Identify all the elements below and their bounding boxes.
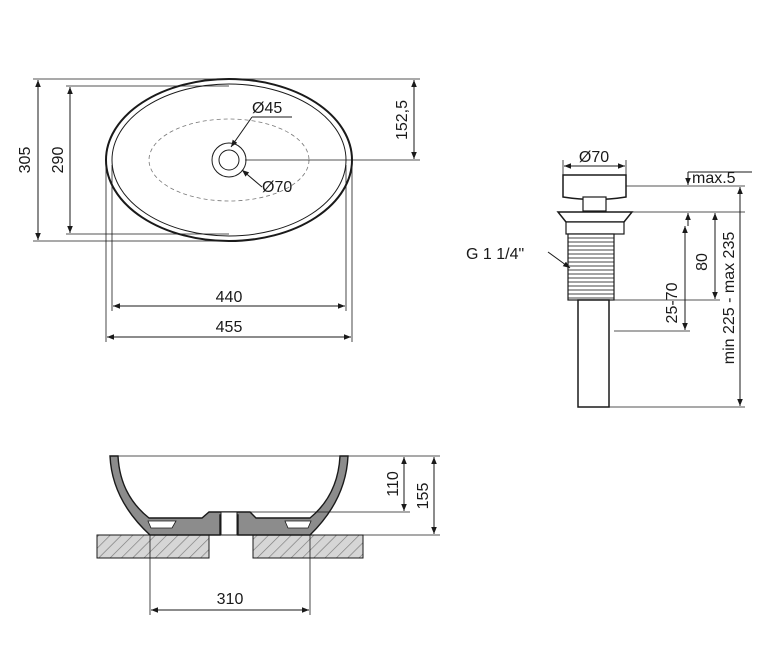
basin-slot-left xyxy=(147,520,177,529)
drain-outer-circle xyxy=(211,142,247,178)
countertop-right xyxy=(252,534,364,559)
countertop-left xyxy=(96,534,210,559)
drain-thread xyxy=(567,233,615,301)
dim-80: 80 xyxy=(694,253,711,271)
dim-d70-drain: Ø70 xyxy=(579,149,609,166)
dim-305: 305 xyxy=(17,147,34,174)
dim-max5: max.5 xyxy=(692,170,736,187)
drain-stem xyxy=(582,196,607,212)
dim-d70-top: Ø70 xyxy=(262,179,292,196)
dim-min-max-height: min 225 - max 235 xyxy=(721,232,738,365)
top-view: 305 290 152,5 Ø45 Ø70 440 455 xyxy=(17,78,420,342)
dim-d45: Ø45 xyxy=(252,100,282,117)
dim-155: 155 xyxy=(415,483,432,510)
drain-body xyxy=(565,221,625,235)
dim-110: 110 xyxy=(385,471,402,497)
drain-cap xyxy=(562,174,627,201)
basin-slot-right xyxy=(284,520,312,529)
dim-455: 455 xyxy=(216,319,243,336)
dim-25-70: 25-70 xyxy=(664,282,681,323)
drain-view: Ø70 max.5 80 25-70 min 225 - max 235 G 1… xyxy=(466,149,752,408)
drain-hole xyxy=(220,511,238,536)
dim-310: 310 xyxy=(217,591,244,608)
drain-flange xyxy=(556,211,634,223)
dim-290: 290 xyxy=(50,147,67,174)
section-view: 110 155 310 xyxy=(96,455,440,615)
drain-tailpiece xyxy=(577,299,610,408)
dim-152-5: 152,5 xyxy=(394,100,411,140)
drain-inner-circle xyxy=(218,149,240,171)
thread-label: G 1 1/4" xyxy=(466,246,524,263)
dim-440: 440 xyxy=(216,289,243,306)
